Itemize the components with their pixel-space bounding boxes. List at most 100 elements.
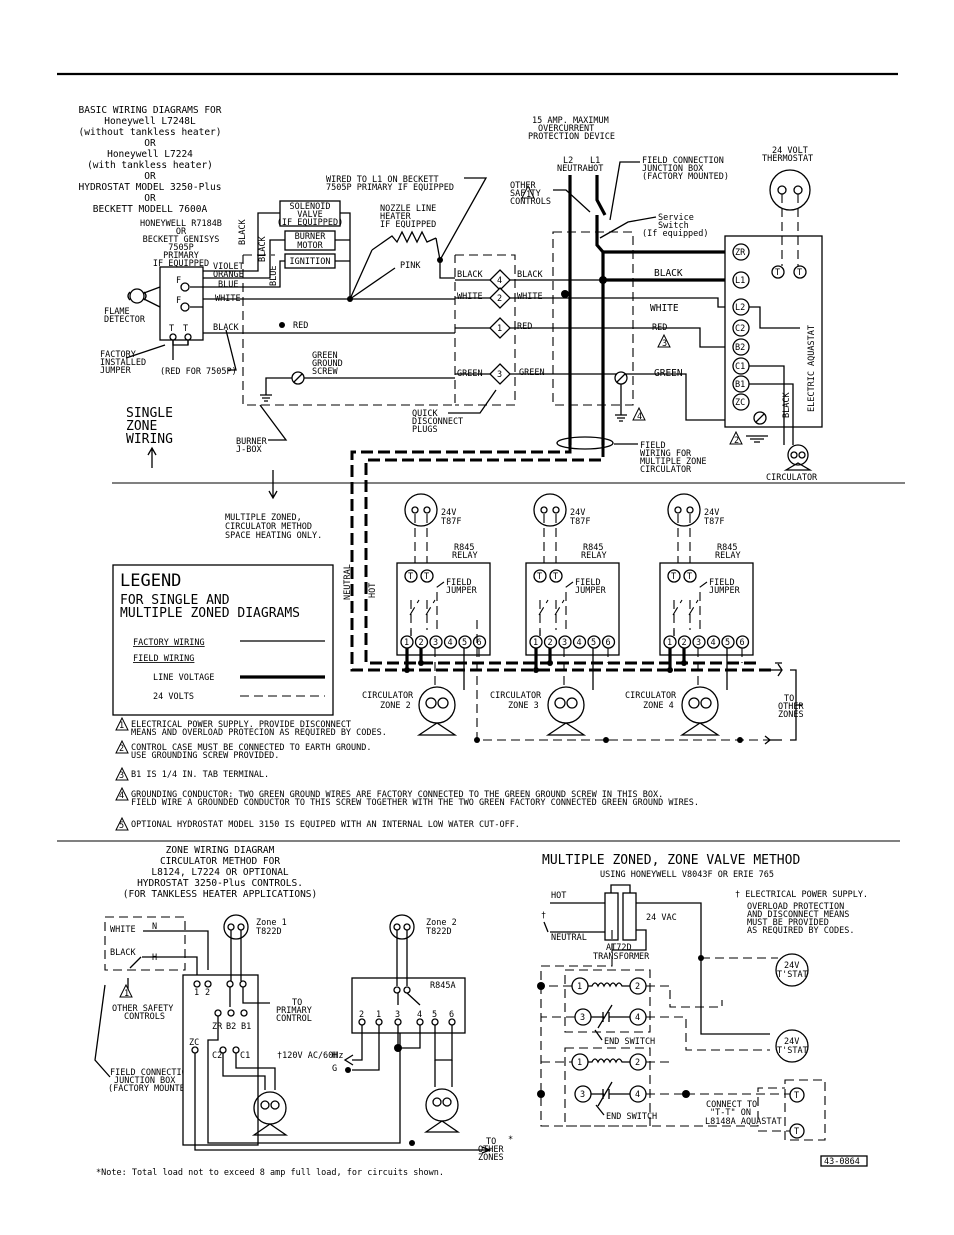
svg-text:ZONE 3: ZONE 3 — [508, 701, 539, 711]
svg-text:CONTROL CASE MUST BE CONNECTED: CONTROL CASE MUST BE CONNECTED TO EARTH … — [131, 743, 372, 753]
svg-text:T: T — [671, 572, 676, 582]
svg-text:OR: OR — [144, 193, 156, 204]
svg-text:ZC: ZC — [189, 1038, 199, 1048]
svg-text:15 AMP. MAXIMUM: 15 AMP. MAXIMUM — [532, 116, 609, 126]
svg-text:PROTECTION DEVICE: PROTECTION DEVICE — [528, 132, 615, 142]
svg-text:BLACK: BLACK — [457, 270, 483, 280]
svg-text:2: 2 — [635, 1058, 640, 1068]
svg-text:3: 3 — [562, 638, 567, 648]
svg-text:3: 3 — [580, 1013, 585, 1023]
svg-text:Zone 1: Zone 1 — [256, 918, 287, 928]
svg-text:RED: RED — [652, 323, 667, 333]
svg-text:1: 1 — [119, 721, 124, 731]
svg-text:C2: C2 — [212, 1051, 222, 1061]
svg-text:GREEN: GREEN — [654, 368, 683, 379]
svg-text:BLACK: BLACK — [213, 323, 239, 333]
svg-text:BECKETT GENISYS: BECKETT GENISYS — [143, 235, 220, 245]
transformer-secondary — [622, 892, 637, 941]
svg-text:2: 2 — [734, 436, 739, 446]
ground-symbol-1 — [260, 394, 272, 402]
svg-text:HYDROSTAT 3250-Plus CONTROLS.: HYDROSTAT 3250-Plus CONTROLS. — [137, 878, 303, 889]
svg-text:24V: 24V — [441, 508, 456, 518]
svg-text:ZONES: ZONES — [478, 1153, 504, 1163]
svg-text:WHITE: WHITE — [110, 925, 136, 935]
svg-text:5: 5 — [725, 638, 730, 648]
svg-text:OR: OR — [144, 138, 156, 149]
svg-text:GREEN: GREEN — [519, 368, 545, 378]
svg-text:CONNECT TO: CONNECT TO — [706, 1100, 757, 1110]
svg-text:FIELD WIRING: FIELD WIRING — [133, 654, 194, 664]
svg-text:T: T — [424, 572, 429, 582]
svg-text:6: 6 — [606, 638, 611, 648]
svg-text:PINK: PINK — [400, 261, 421, 271]
svg-text:CIRCULATOR: CIRCULATOR — [362, 691, 414, 701]
svg-text:ORANGE: ORANGE — [213, 270, 244, 280]
svg-text:OPTIONAL HYDROSTAT MODEL 3150: OPTIONAL HYDROSTAT MODEL 3150 IS EQUIPED… — [131, 820, 520, 830]
svg-text:1: 1 — [533, 638, 538, 648]
terminal-t-1 — [169, 333, 177, 341]
svg-text:4: 4 — [497, 276, 502, 286]
svg-text:QUICK: QUICK — [412, 409, 438, 419]
red-for-arrow — [225, 329, 237, 371]
flame-detector-icon — [127, 286, 161, 308]
svg-text:T: T — [775, 268, 780, 278]
svg-text:LINE VOLTAGE: LINE VOLTAGE — [153, 673, 214, 683]
zone-junction-box — [104, 916, 186, 971]
svg-text:FLAME: FLAME — [104, 307, 130, 317]
svg-text:HOT: HOT — [588, 164, 603, 174]
svg-text:HYDROSTAT MODEL 3250-Plus: HYDROSTAT MODEL 3250-Plus — [79, 182, 222, 193]
svg-text:3: 3 — [119, 771, 124, 781]
svg-text:T822D: T822D — [426, 927, 452, 937]
svg-text:C2: C2 — [735, 324, 745, 334]
zone-valve-1 — [564, 969, 651, 1033]
svg-text:WIRING FOR: WIRING FOR — [640, 449, 692, 459]
svg-text:4: 4 — [577, 638, 582, 648]
svg-text:L1: L1 — [590, 156, 600, 166]
svg-text:TO: TO — [784, 694, 794, 704]
svg-text:WHITE: WHITE — [517, 292, 543, 302]
svg-text:2: 2 — [359, 1010, 364, 1020]
svg-text:24 VOLTS: 24 VOLTS — [153, 692, 194, 702]
svg-text:HONEYWELL R7184B: HONEYWELL R7184B — [140, 219, 222, 229]
svg-text:MULTIPLE ZONE: MULTIPLE ZONE — [640, 457, 707, 467]
svg-text:4: 4 — [635, 1013, 640, 1023]
svg-text:NOZZLE LINE: NOZZLE LINE — [380, 204, 436, 214]
svg-text:RELAY: RELAY — [715, 551, 741, 561]
svg-text:R845: R845 — [454, 543, 474, 553]
svg-text:BLUE: BLUE — [269, 266, 279, 286]
svg-text:24 VOLT: 24 VOLT — [772, 146, 808, 156]
svg-text:USING HONEYWELL V8043F OR ERIE: USING HONEYWELL V8043F OR ERIE 765 — [600, 870, 774, 880]
svg-text:WHITE: WHITE — [457, 292, 483, 302]
svg-text:RED: RED — [517, 322, 532, 332]
svg-text:MULTIPLE ZONED DIAGRAMS: MULTIPLE ZONED DIAGRAMS — [120, 606, 300, 621]
svg-text:T822D: T822D — [256, 927, 282, 937]
field-wiring-bundle — [556, 436, 614, 450]
svg-text:CONTROL: CONTROL — [276, 1014, 312, 1024]
svg-text:OVERCURRENT: OVERCURRENT — [538, 124, 594, 134]
svg-text:B1: B1 — [735, 380, 745, 390]
svg-text:BLACK: BLACK — [110, 948, 136, 958]
svg-text:Switch: Switch — [658, 221, 689, 231]
svg-text:1: 1 — [577, 1058, 582, 1068]
svg-text:T: T — [794, 1127, 799, 1137]
svg-text:B2: B2 — [226, 1022, 236, 1032]
legend-box — [112, 564, 334, 716]
svg-text:OTHER: OTHER — [778, 702, 804, 712]
doc-id: 43-0864 — [824, 1157, 860, 1167]
svg-text:*: * — [508, 1135, 513, 1145]
tstat1-icon — [775, 953, 809, 987]
svg-text:WIRED TO L1 ON BECKETT: WIRED TO L1 ON BECKETT — [326, 175, 439, 185]
svg-text:BECKETT MODELL 7600A: BECKETT MODELL 7600A — [93, 204, 208, 215]
svg-text:VIOLET: VIOLET — [213, 262, 244, 272]
top-title: BASIC WIRING DIAGRAMS FOR Honeywell L724… — [79, 105, 222, 215]
svg-text:T: T — [408, 572, 413, 582]
svg-text:LEGEND: LEGEND — [120, 571, 181, 591]
wired-to-l1-leader — [439, 177, 488, 261]
svg-text:24V: 24V — [784, 961, 799, 971]
svg-text:OVERLOAD PROTECTION: OVERLOAD PROTECTION — [747, 902, 844, 912]
svg-text:2: 2 — [682, 638, 687, 648]
